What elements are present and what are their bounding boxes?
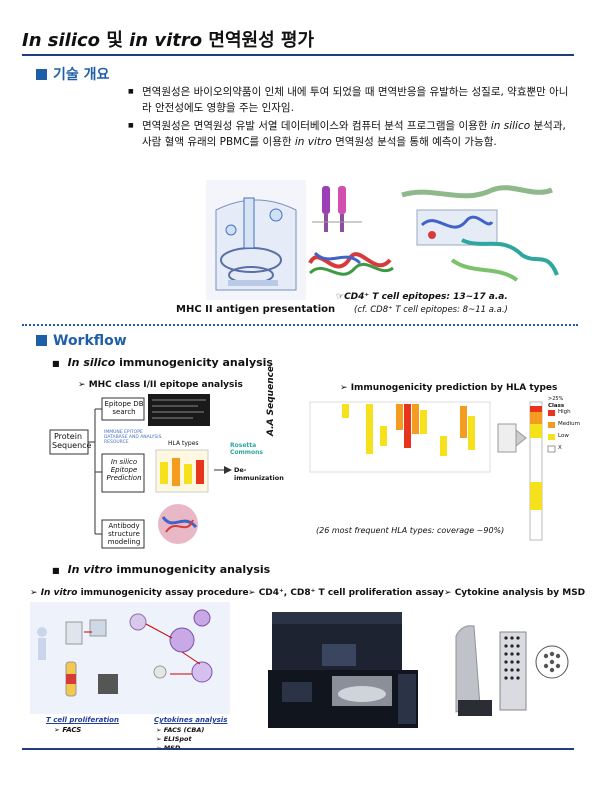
- title-in-silico: In silico: [22, 30, 101, 51]
- cyt-item-2: ➢ ELISpot: [156, 735, 192, 743]
- in-silico-title-b: immunogenicity analysis: [115, 356, 273, 369]
- coverage-caption: (26 most frequent HLA types: coverage ~9…: [316, 526, 505, 535]
- iedb-logo: IMMUNE EPITOPE DATABASE AND ANALYSIS RES…: [104, 430, 162, 445]
- arrow-icon: ➢: [54, 726, 63, 734]
- ranked-column: [529, 401, 543, 541]
- mhc-caption: MHC II antigen presentation: [176, 304, 336, 315]
- hla-types-label: HLA types: [168, 440, 199, 447]
- overview-heading: 기술 개요: [36, 64, 109, 84]
- cyt-1-text: FACS (CBA): [163, 726, 205, 734]
- flow-db-box: Epitope DB search: [104, 400, 144, 416]
- prediction-title-text: Immunogenicity prediction by HLA types: [350, 383, 558, 393]
- in-silico-flow-diagram: [49, 394, 232, 549]
- arrow-icon: ➢: [340, 383, 351, 393]
- overview-heading-text: 기술 개요: [53, 67, 110, 83]
- page-title: In silico 및 in vitro 면역원성 평가: [22, 26, 314, 52]
- arrow-icon: ➢: [30, 588, 41, 598]
- overview-bullet-1: 면역원성은 바이오의약품이 인체 내에 투여 되었을 때 면역반응을 유발하는 …: [128, 84, 574, 116]
- section-divider: [22, 324, 578, 326]
- title-in-vitro: in vitro: [129, 30, 203, 51]
- overview-bullet-2: 면역원성은 면역원성 유발 서열 데이터베이스와 컴퓨터 분석 프로그램을 이용…: [128, 118, 574, 150]
- overview-bullets: 면역원성은 바이오의약품이 인체 내에 투여 되었을 때 면역반응을 유발하는 …: [128, 84, 574, 152]
- arrow-icon: ➢: [248, 588, 259, 598]
- cytokine-text: Cytokine analysis by MSD: [454, 588, 586, 598]
- arrow-icon: ➢: [78, 380, 89, 390]
- bullet-2-text-e: 면역원성 분석을 통해 예측이 가능함.: [331, 136, 497, 148]
- procedure-diagram: [30, 602, 230, 714]
- legend-medium: Medium: [558, 421, 580, 427]
- section-square-icon: [36, 69, 47, 80]
- title-rest: 면역원성 평가: [202, 30, 315, 51]
- epitope-subcaption: (cf. CD8⁺ T cell epitopes: 8~11 a.a.): [354, 305, 508, 315]
- bullet-2-text-a: 면역원성은 면역원성 유발 서열 데이터베이스와 컴퓨터 분석 프로그램을 이용…: [142, 120, 491, 132]
- legend-pct: >25%: [548, 396, 564, 402]
- aa-sequence-label: A.A Sequence: [266, 365, 276, 436]
- cytokines-analysis-label: Cytokines analysis: [154, 716, 228, 724]
- prediction-heading: ➢ Immunogenicity prediction by HLA types: [340, 383, 557, 393]
- bullet-2-text-d: in vitro: [294, 136, 332, 148]
- arrow-icon: ➢: [156, 726, 164, 734]
- epitope-caption: ☞CD4⁺ T cell epitopes: 13~17 a.a.: [336, 292, 508, 302]
- flow-antibody-box: Antibody structure modeling: [107, 522, 141, 546]
- flow-insilico-box: In silico Epitope Prediction: [106, 458, 142, 482]
- procedure-text-b: immunogenicity assay procedure: [77, 588, 249, 598]
- cyt-2-text: ELISpot: [163, 735, 192, 743]
- arrow-icon: ➢: [444, 588, 455, 598]
- bullet-2-text-c: 분석과, 사람 혈액 유래의 PBMC를 이용한: [142, 120, 566, 148]
- workflow-heading: Workflow: [36, 333, 127, 349]
- bullet-1-text: 면역원성은 바이오의약품이 인체 내에 투여 되었을 때 면역반응을 유발하는 …: [142, 86, 569, 114]
- cytokine-heading: ➢ Cytokine analysis by MSD: [444, 588, 585, 598]
- hla-heatmap: [309, 401, 556, 541]
- in-vitro-title-a: In vitro: [67, 563, 113, 576]
- epitope-caption-text: CD4⁺ T cell epitopes: 13~17 a.a.: [344, 292, 508, 302]
- in-vitro-title-b: immunogenicity analysis: [112, 563, 271, 576]
- legend-title: Class: [548, 403, 565, 409]
- rosetta-logo: Rosetta Commons: [230, 442, 263, 456]
- facs-text: FACS: [62, 726, 82, 734]
- legend-x: X: [558, 445, 562, 451]
- legend-swatches: [547, 410, 556, 453]
- in-silico-title-a: In silico: [67, 356, 116, 369]
- epitope-structure-image: [401, 185, 559, 282]
- section-square-icon: [36, 335, 47, 346]
- procedure-heading: ➢ In vitro immunogenicity assay procedur…: [30, 588, 249, 598]
- title-and: 및: [100, 30, 130, 51]
- protein-structure-image: [308, 251, 394, 276]
- legend-high: High: [558, 409, 571, 415]
- title-divider: [22, 54, 574, 56]
- mhc-antigen-diagram: [206, 180, 306, 300]
- bullet-square-icon: ■: [52, 566, 60, 575]
- flow-cytometer-image: [268, 612, 418, 728]
- mhc-analysis-heading: ➢ MHC class I/II epitope analysis: [78, 380, 243, 390]
- arrow-icon: ➢: [156, 735, 164, 743]
- msd-instrument-image: [455, 625, 569, 716]
- heatmap-grid: [309, 401, 491, 473]
- bullet-2-text-b: in silico: [490, 120, 531, 132]
- procedure-text-a: In vitro: [40, 588, 78, 598]
- workflow-heading-text: Workflow: [53, 333, 127, 349]
- tcell-prolif-label: T cell proliferation: [46, 716, 119, 724]
- legend-low: Low: [558, 433, 569, 439]
- hand-pointer-icon: ☞: [336, 292, 345, 302]
- in-vitro-title: ■ In vitro immunogenicity analysis: [52, 563, 270, 576]
- proliferation-heading: ➢ CD4⁺, CD8⁺ T cell proliferation assay: [248, 588, 444, 598]
- bullet-square-icon: ■: [52, 359, 60, 368]
- proliferation-text: CD4⁺, CD8⁺ T cell proliferation assay: [258, 588, 444, 598]
- flow-protein-box: Protein Sequence: [52, 432, 92, 450]
- deimmunization-label: De-immunization: [234, 466, 284, 482]
- cyt-item-1: ➢ FACS (CBA): [156, 726, 204, 734]
- mhc-analysis-text: MHC class I/II epitope analysis: [88, 380, 243, 390]
- facs-label: ➢ FACS: [54, 726, 81, 734]
- footer-divider: [22, 748, 574, 750]
- mhc-molecule-image: [312, 186, 362, 232]
- in-silico-title: ■ In silico immunogenicity analysis: [52, 356, 273, 369]
